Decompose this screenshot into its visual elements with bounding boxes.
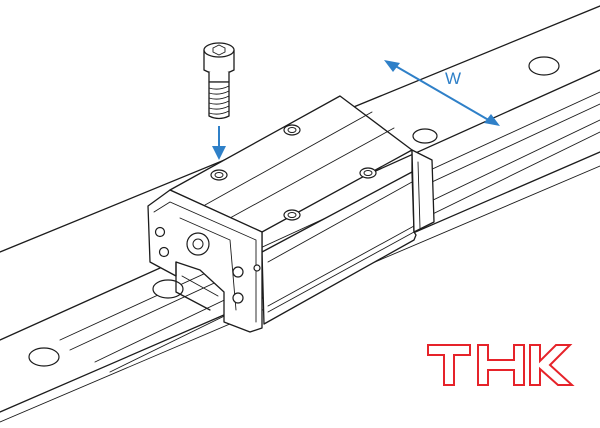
- rail-hole: [28, 347, 60, 367]
- block-hole: [287, 127, 297, 133]
- grease-nipple-hole: [192, 238, 204, 250]
- width-dimension: W: [384, 60, 500, 126]
- end-plate: [147, 189, 263, 333]
- block-hole: [287, 212, 297, 218]
- end-plate-screw: [253, 264, 261, 272]
- end-plate-screw: [232, 266, 244, 278]
- end-plate-screw: [232, 292, 244, 304]
- rail-profile-under-block: [175, 261, 219, 311]
- insertion-arrow: [212, 126, 226, 160]
- thk-logo: [427, 344, 575, 386]
- block-mounting-holes: [210, 124, 377, 221]
- end-plate-screw: [154, 226, 166, 238]
- cap-screw: [203, 42, 235, 120]
- rail-hole: [152, 279, 184, 299]
- rail-hole: [528, 56, 560, 76]
- block-hole: [363, 170, 373, 176]
- carriage-block: [169, 95, 435, 325]
- rail-mounting-holes: [28, 56, 560, 367]
- block-hole: [214, 172, 224, 178]
- rail-hole: [412, 128, 438, 144]
- width-label: W: [445, 69, 461, 88]
- end-plate-screw: [158, 246, 170, 258]
